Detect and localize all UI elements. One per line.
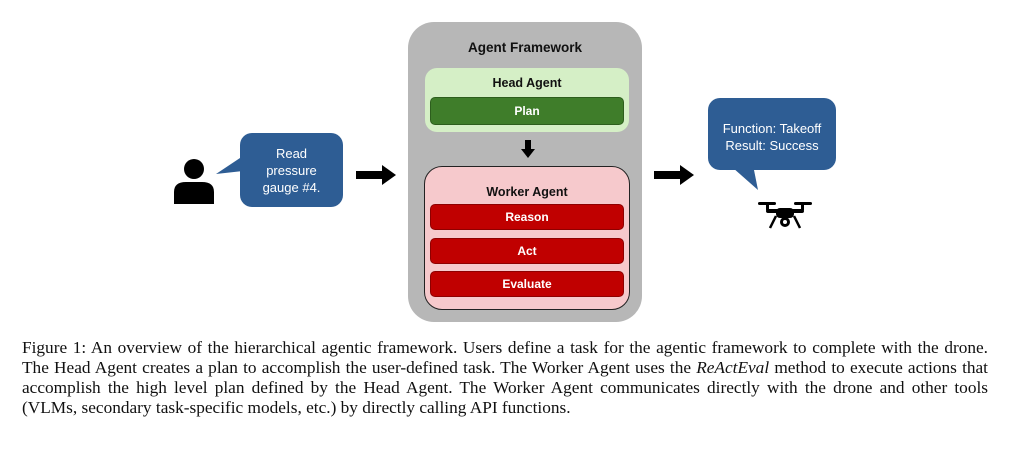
right-arrow-icon: [356, 165, 396, 185]
agent-framework-title: Agent Framework: [467, 40, 583, 55]
evaluate-block: Evaluate: [430, 271, 624, 297]
down-arrow-icon: [521, 140, 535, 158]
user-task-text: Read pressure gauge #4.: [262, 146, 321, 195]
worker-agent-title: Worker Agent: [486, 185, 568, 199]
drone-result-text: Result: Success: [725, 138, 819, 153]
figure-caption: Figure 1: An overview of the hierarchica…: [22, 338, 988, 418]
user-speech-bubble: Read pressure gauge #4.: [240, 133, 343, 207]
caption-text-part1: Figure 1: An overview of the hierarchica…: [22, 338, 988, 377]
drone-speech-bubble: Function: Takeoff Result: Success: [708, 98, 836, 170]
user-icon: [174, 159, 214, 204]
drone-icon: [758, 202, 812, 229]
plan-block: Plan: [430, 97, 624, 125]
caption-text-part2: method to execute actions that accomplis…: [22, 358, 988, 417]
act-block: Act: [430, 238, 624, 264]
drone-function-text: Function: Takeoff: [722, 121, 822, 136]
right-arrow-icon: [654, 165, 694, 185]
reason-block: Reason: [430, 204, 624, 230]
head-agent-title: Head Agent: [492, 76, 562, 90]
caption-method-name: ReActEval: [696, 358, 770, 377]
